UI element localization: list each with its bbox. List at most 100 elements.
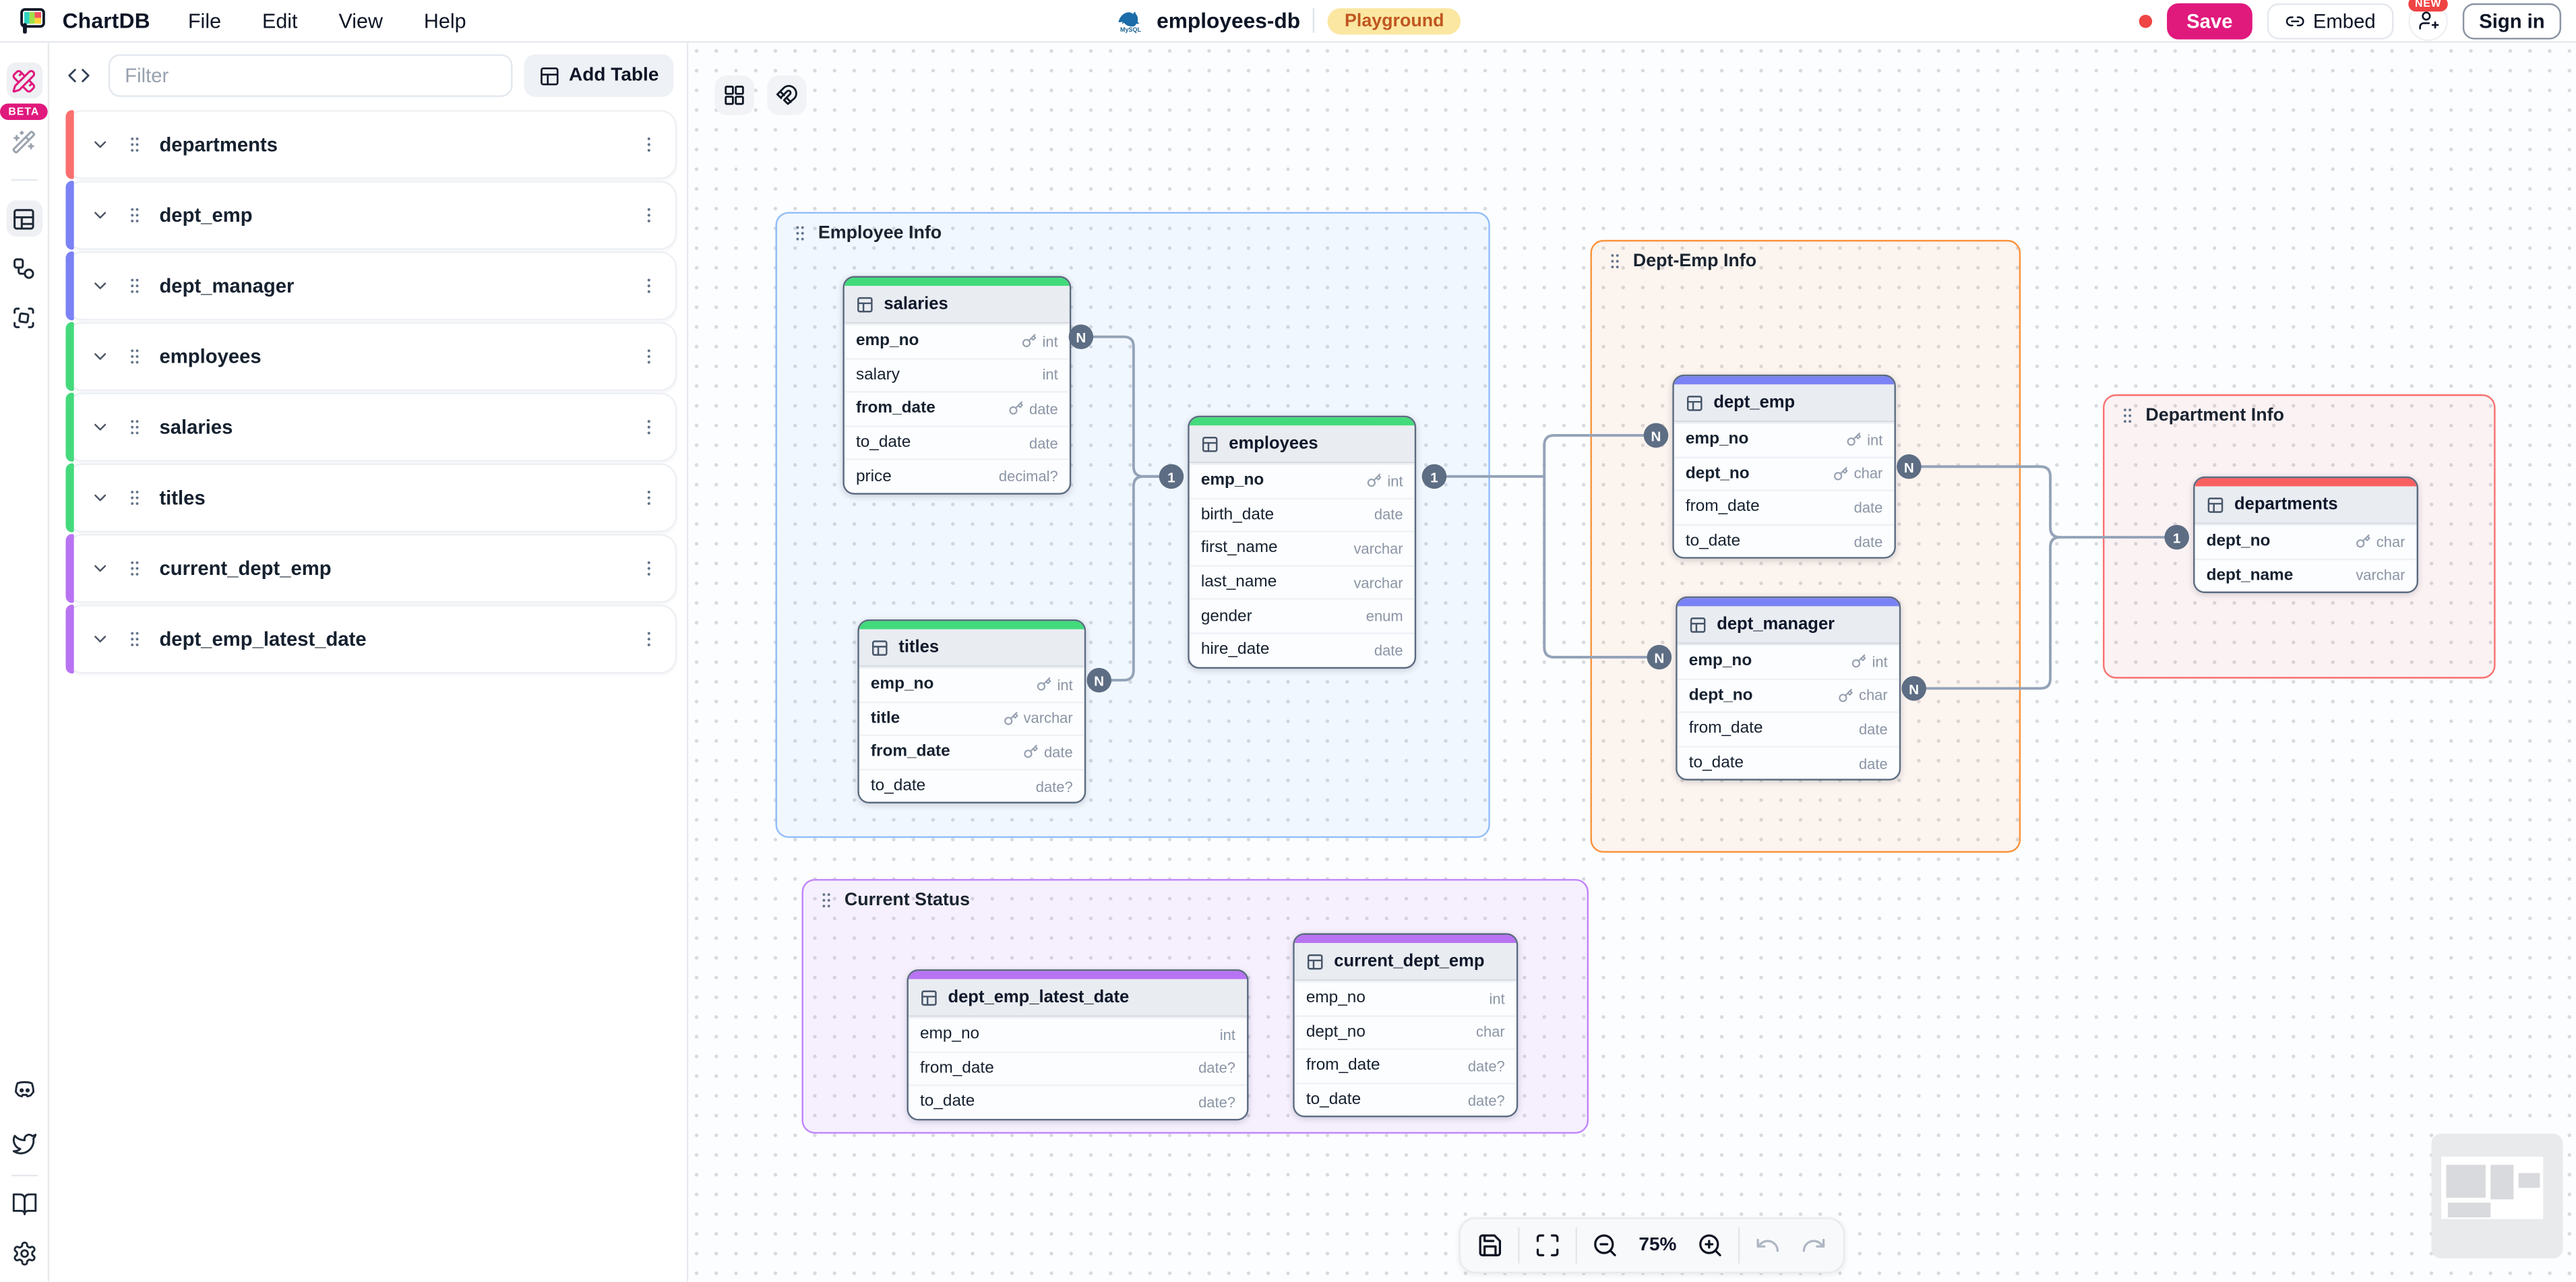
table-node-header[interactable]: current_dept_emp xyxy=(1294,943,1516,981)
table-node-header[interactable]: dept_emp_latest_date xyxy=(908,979,1248,1017)
sidebar-table-row-current_dept_emp[interactable]: current_dept_emp xyxy=(65,534,677,603)
kebab-menu-icon[interactable] xyxy=(639,630,658,649)
sidebar-table-row-departments[interactable]: departments xyxy=(65,110,677,179)
relationships-panel-button[interactable] xyxy=(6,250,42,286)
table-node-header[interactable]: departments xyxy=(2195,486,2417,524)
save-diagram-button[interactable] xyxy=(1467,1224,1513,1266)
sidebar-table-row-dept_emp[interactable]: dept_emp xyxy=(65,181,677,250)
kebab-menu-icon[interactable] xyxy=(639,206,658,225)
docs-button[interactable] xyxy=(6,1187,42,1223)
sign-in-button[interactable]: Sign in xyxy=(2462,2,2562,39)
menu-edit[interactable]: Edit xyxy=(262,9,298,32)
kebab-menu-icon[interactable] xyxy=(639,488,658,508)
undo-button[interactable] xyxy=(1745,1224,1791,1266)
sidebar-table-row-dept_emp_latest_date[interactable]: dept_emp_latest_date xyxy=(65,605,677,674)
table-node-header[interactable]: salaries xyxy=(844,286,1070,324)
chevron-down-icon[interactable] xyxy=(90,417,110,437)
zoom-level[interactable]: 75% xyxy=(1638,1235,1677,1256)
kebab-menu-icon[interactable] xyxy=(639,417,658,437)
table-node-header[interactable]: employees xyxy=(1189,425,1415,464)
invite-user-button[interactable]: NEW xyxy=(2408,0,2448,40)
redo-button[interactable] xyxy=(1791,1224,1837,1266)
drag-handle-icon[interactable] xyxy=(125,417,144,437)
sidebar-table-row-titles[interactable]: titles xyxy=(65,463,677,532)
kebab-menu-icon[interactable] xyxy=(639,135,658,154)
editor-tools-button[interactable] xyxy=(5,62,42,99)
chevron-down-icon[interactable] xyxy=(90,630,110,649)
zoom-out-button[interactable] xyxy=(1582,1224,1628,1266)
view-code-button[interactable] xyxy=(61,57,97,94)
chevron-down-icon[interactable] xyxy=(90,346,110,366)
zoom-in-button[interactable] xyxy=(1687,1224,1733,1266)
menu-view[interactable]: View xyxy=(338,9,383,32)
drag-handle-icon[interactable] xyxy=(125,276,144,296)
table-node-header[interactable]: titles xyxy=(859,629,1084,667)
magic-wand-button[interactable] xyxy=(6,123,42,160)
drag-handle-icon[interactable] xyxy=(125,488,144,508)
snap-magnet-button[interactable] xyxy=(767,75,807,115)
fit-view-button[interactable] xyxy=(1525,1224,1570,1266)
kebab-menu-icon[interactable] xyxy=(639,346,658,366)
table-node-header[interactable]: dept_emp xyxy=(1674,384,1895,423)
filter-input[interactable] xyxy=(108,54,514,97)
add-table-button[interactable]: Add Table xyxy=(524,54,674,97)
sidebar-table-row-salaries[interactable]: salaries xyxy=(65,392,677,462)
kebab-menu-icon[interactable] xyxy=(639,276,658,296)
sidebar-table-row-dept_manager[interactable]: dept_manager xyxy=(65,251,677,321)
discord-button[interactable] xyxy=(6,1073,42,1109)
twitter-button[interactable] xyxy=(6,1126,42,1162)
save-button[interactable]: Save xyxy=(2166,2,2252,39)
sidebar-table-row-employees[interactable]: employees xyxy=(65,322,677,392)
layout-grid-button[interactable] xyxy=(714,75,754,115)
table-node-header[interactable]: dept_manager xyxy=(1677,606,1899,644)
chevron-down-icon[interactable] xyxy=(90,559,110,578)
minimap[interactable] xyxy=(2431,1133,2563,1259)
chevron-down-icon[interactable] xyxy=(90,135,110,154)
chevron-down-icon[interactable] xyxy=(90,206,110,225)
menu-help[interactable]: Help xyxy=(423,9,466,32)
chevron-down-icon[interactable] xyxy=(90,488,110,508)
areas-panel-button[interactable] xyxy=(6,299,42,336)
chevron-down-icon[interactable] xyxy=(90,276,110,296)
diagram-name[interactable]: employees-db xyxy=(1157,8,1301,33)
